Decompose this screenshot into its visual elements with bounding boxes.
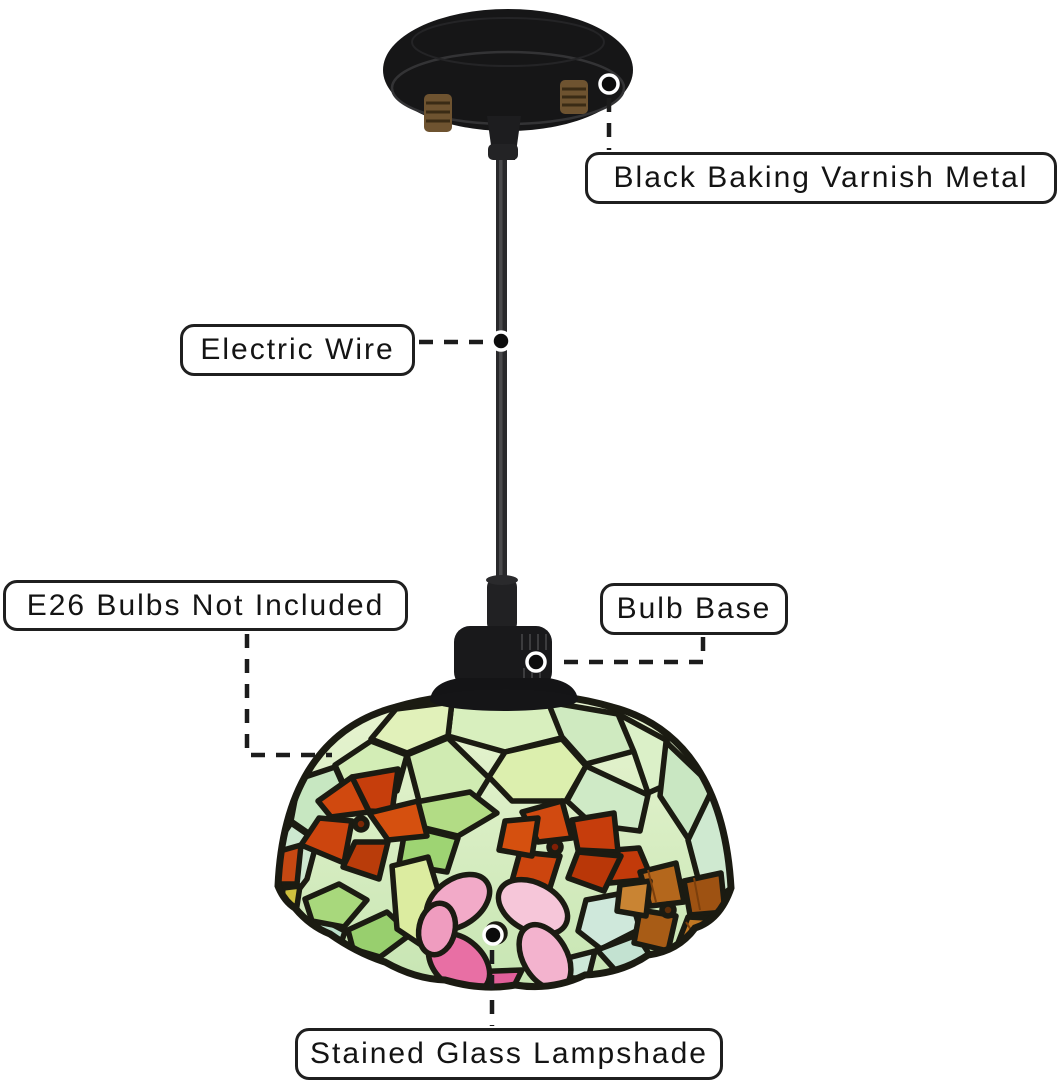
socket-flare-cap (430, 678, 578, 711)
label-bulb-base: Bulb Base (600, 583, 788, 635)
label-stained-glass-lampshade-text: Stained Glass Lampshade (310, 1037, 708, 1070)
mounting-screw-right (560, 80, 588, 114)
label-e26-bulbs-not-included: E26 Bulbs Not Included (3, 580, 408, 631)
label-black-baking-varnish-metal: Black Baking Varnish Metal (585, 152, 1057, 204)
connector-base (553, 637, 706, 665)
ceiling-canopy (383, 9, 633, 160)
dot-shade (482, 924, 504, 946)
canopy-cord-grip (487, 116, 521, 160)
socket-body (454, 626, 552, 688)
red-flower-left (298, 766, 430, 882)
red-flower-center (496, 798, 624, 897)
dot-wire (490, 330, 512, 352)
label-electric-wire: Electric Wire (180, 324, 415, 376)
lampshade (274, 689, 735, 991)
label-stained-glass-lampshade: Stained Glass Lampshade (295, 1028, 723, 1080)
socket-cord-grip (487, 578, 517, 632)
dot-socket (525, 651, 547, 673)
connector-bulbs (244, 634, 332, 758)
label-electric-wire-text: Electric Wire (200, 333, 395, 366)
dot-canopy (598, 73, 620, 95)
annotation-dots (482, 73, 620, 946)
label-bulb-base-text: Bulb Base (616, 592, 772, 625)
mounting-screw-left (424, 94, 452, 132)
label-e26-bulbs-not-included-text: E26 Bulbs Not Included (26, 588, 385, 622)
lamp-socket (430, 575, 578, 711)
power-cord (496, 140, 507, 588)
connector-lines (244, 98, 706, 1026)
label-black-baking-varnish-metal-text: Black Baking Varnish Metal (613, 161, 1029, 194)
